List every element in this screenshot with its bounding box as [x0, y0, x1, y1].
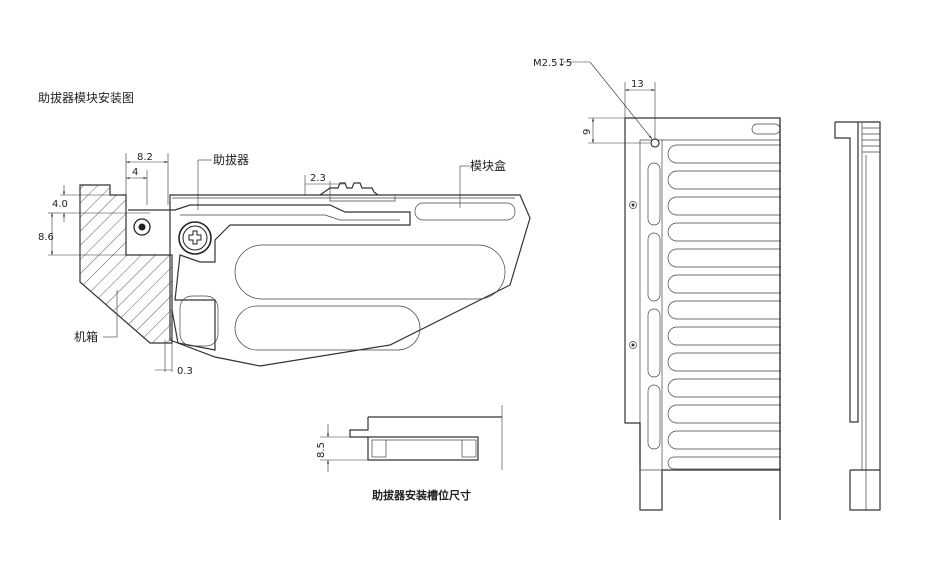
label-chassis: 机箱	[74, 329, 98, 344]
dim-4-0: 4.0	[52, 199, 68, 210]
label-module-box: 模块盒	[470, 158, 506, 173]
box-slot-lower	[234, 305, 421, 351]
box-slot-upper	[234, 244, 506, 300]
dim-8-2: 8.2	[137, 152, 153, 163]
thread-callout: M2.5↧5	[533, 58, 572, 69]
side-section-view: 8.2 4 4.0 8.6 2.3 0.3 助拔器 模块盒	[38, 152, 531, 377]
ejector-lever	[128, 204, 411, 351]
slot-detail-view: 8.5 助拔器安装槽位尺寸	[316, 405, 503, 502]
module-box-outline	[169, 194, 531, 367]
dim-8-5: 8.5	[316, 442, 327, 458]
dim-13: 13	[631, 79, 644, 90]
chassis-section	[79, 184, 173, 344]
dim-8-6: 8.6	[38, 232, 54, 243]
dim-4: 4	[132, 167, 138, 178]
dim-0-3: 0.3	[177, 366, 193, 377]
box-slot-top	[414, 202, 516, 221]
edge-view	[834, 121, 881, 511]
thread-hole	[650, 138, 660, 148]
slot-caption: 助拔器安装槽位尺寸	[372, 488, 471, 502]
ejector-latch	[319, 182, 379, 196]
label-ejector: 助拔器	[213, 152, 249, 167]
front-view: 13 9 M2.5↧5	[533, 58, 801, 530]
cooling-fins	[667, 144, 789, 470]
dim-2-3: 2.3	[310, 173, 326, 184]
drawing-title: 助拔器模块安装图	[38, 90, 134, 105]
screw-icon	[178, 221, 212, 255]
dim-9: 9	[582, 129, 593, 135]
